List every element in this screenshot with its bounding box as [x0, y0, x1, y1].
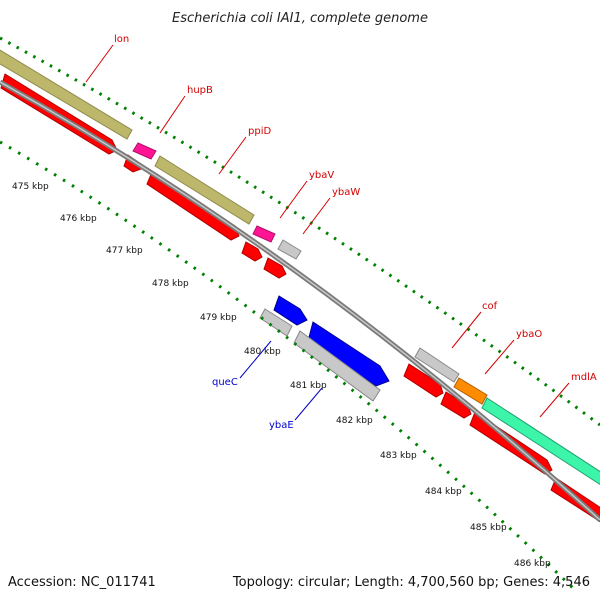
gene-ppiD-bar	[154, 155, 255, 225]
accession-label: Accession: NC_011741	[8, 575, 156, 590]
gene-label-ybaO: ybaO	[516, 329, 542, 340]
gene-leader-lines	[85, 44, 570, 421]
gene-label-queC: queC	[212, 377, 238, 388]
tick-label: 479 kbp	[200, 313, 237, 323]
outer-dotted-ring	[0, 36, 600, 427]
tick-label: 477 kbp	[106, 246, 143, 256]
reverse-genes-row	[259, 295, 390, 402]
tick-labels: 475 kbp 476 kbp 477 kbp 478 kbp 479 kbp …	[12, 182, 551, 569]
tick-label: 485 kbp	[470, 523, 507, 533]
backbone-ring-inner	[0, 81, 600, 521]
tick-label: 476 kbp	[60, 214, 97, 224]
leader-hupB	[159, 95, 186, 134]
cds-row	[0, 73, 600, 523]
gene-labels: lon hupB ppiD ybaV ybaW cof ybaO mdlA qu…	[114, 34, 597, 431]
gene-hupB-bar	[132, 142, 157, 160]
leader-ybaW	[302, 197, 331, 235]
gene-label-cof: cof	[482, 301, 498, 312]
leader-ybaV	[279, 180, 308, 219]
map-title: Escherichia coli IAI1, complete genome	[172, 11, 428, 26]
gene-label-mdlA: mdlA	[571, 372, 597, 383]
gene-label-ppiD: ppiD	[248, 126, 271, 137]
leader-ybaO	[484, 339, 515, 375]
tick-label: 478 kbp	[152, 279, 189, 289]
leader-cof	[451, 311, 482, 349]
leader-ppiD	[218, 136, 247, 175]
gene-mdlA-bar	[481, 397, 600, 486]
leader-lon	[85, 44, 114, 83]
tick-label: 486 kbp	[514, 559, 551, 569]
topology-label: Topology: circular; Length: 4,700,560 bp…	[232, 575, 590, 590]
tick-label: 483 kbp	[380, 451, 417, 461]
backbone-ring	[0, 79, 600, 522]
tick-label: 484 kbp	[425, 487, 462, 497]
leader-ybaE	[294, 387, 323, 421]
forward-genes-row	[0, 49, 600, 486]
gene-ybaO-bar	[453, 377, 488, 405]
gene-ybaW-bar	[277, 239, 302, 260]
gene-ybaE-bar	[293, 330, 381, 402]
tick-label: 475 kbp	[12, 182, 49, 192]
leader-queC	[239, 340, 272, 379]
gene-label-ybaE: ybaE	[269, 420, 294, 431]
tick-label: 482 kbp	[336, 416, 373, 426]
gene-label-ybaV: ybaV	[309, 170, 334, 181]
gene-label-lon: lon	[114, 34, 129, 45]
gene-label-hupB: hupB	[187, 85, 213, 96]
gene-label-ybaW: ybaW	[332, 187, 360, 198]
cds-ybaV	[241, 241, 263, 262]
tick-label: 481 kbp	[290, 381, 327, 391]
cds-ybaW	[263, 257, 287, 279]
gene-lon-bar	[0, 49, 133, 140]
cds-queC-reverse	[273, 295, 308, 326]
gene-cof-bar	[414, 347, 460, 383]
tick-label: 480 kbp	[244, 347, 281, 357]
leader-mdlA	[539, 382, 570, 418]
gene-ybaV-bar	[252, 225, 276, 243]
